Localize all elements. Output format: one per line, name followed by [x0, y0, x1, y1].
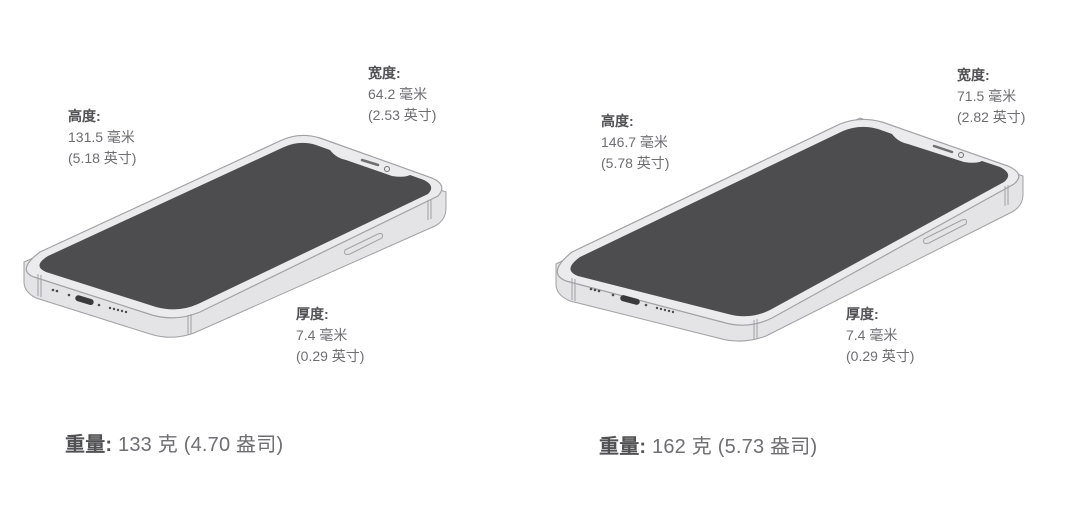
width-title: 宽度: — [368, 65, 401, 81]
depth-mm: 7.4 毫米 — [296, 327, 348, 343]
height-spec-small: 高度: 131.5 毫米 (5.18 英寸) — [68, 106, 136, 169]
width-spec-large: 宽度: 71.5 毫米 (2.82 英寸) — [957, 65, 1025, 128]
weight-spec-large: 重量: 162 克 (5.73 盎司) — [599, 430, 817, 459]
depth-mm: 7.4 毫米 — [846, 327, 898, 343]
depth-in: (0.29 英寸) — [846, 348, 915, 364]
weight-value: 162 克 (5.73 盎司) — [652, 436, 818, 458]
height-title: 高度: — [68, 108, 101, 124]
height-mm: 131.5 毫米 — [68, 129, 135, 145]
height-title: 高度: — [601, 113, 634, 129]
phone-illustration-large — [555, 117, 1024, 342]
weight-label: 重量: — [599, 436, 647, 458]
width-spec-small: 宽度: 64.2 毫米 (2.53 英寸) — [368, 63, 436, 126]
width-mm: 71.5 毫米 — [957, 88, 1017, 104]
phone-illustration-small — [23, 134, 447, 338]
depth-spec-large: 厚度: 7.4 毫米 (0.29 英寸) — [846, 304, 914, 367]
depth-title: 厚度: — [296, 306, 329, 322]
height-in: (5.78 英寸) — [601, 155, 670, 171]
height-spec-large: 高度: 146.7 毫米 (5.78 英寸) — [601, 111, 669, 174]
width-in: (2.53 英寸) — [368, 107, 437, 123]
width-in: (2.82 英寸) — [957, 109, 1026, 125]
depth-spec-small: 厚度: 7.4 毫米 (0.29 英寸) — [296, 304, 364, 367]
height-in: (5.18 英寸) — [68, 150, 137, 166]
width-title: 宽度: — [957, 67, 990, 83]
weight-spec-small: 重量: 133 克 (4.70 盎司) — [65, 428, 283, 457]
weight-value: 133 克 (4.70 盎司) — [118, 434, 284, 456]
depth-in: (0.29 英寸) — [296, 348, 365, 364]
depth-title: 厚度: — [846, 306, 879, 322]
weight-label: 重量: — [65, 434, 113, 456]
height-mm: 146.7 毫米 — [601, 134, 668, 150]
width-mm: 64.2 毫米 — [368, 86, 428, 102]
